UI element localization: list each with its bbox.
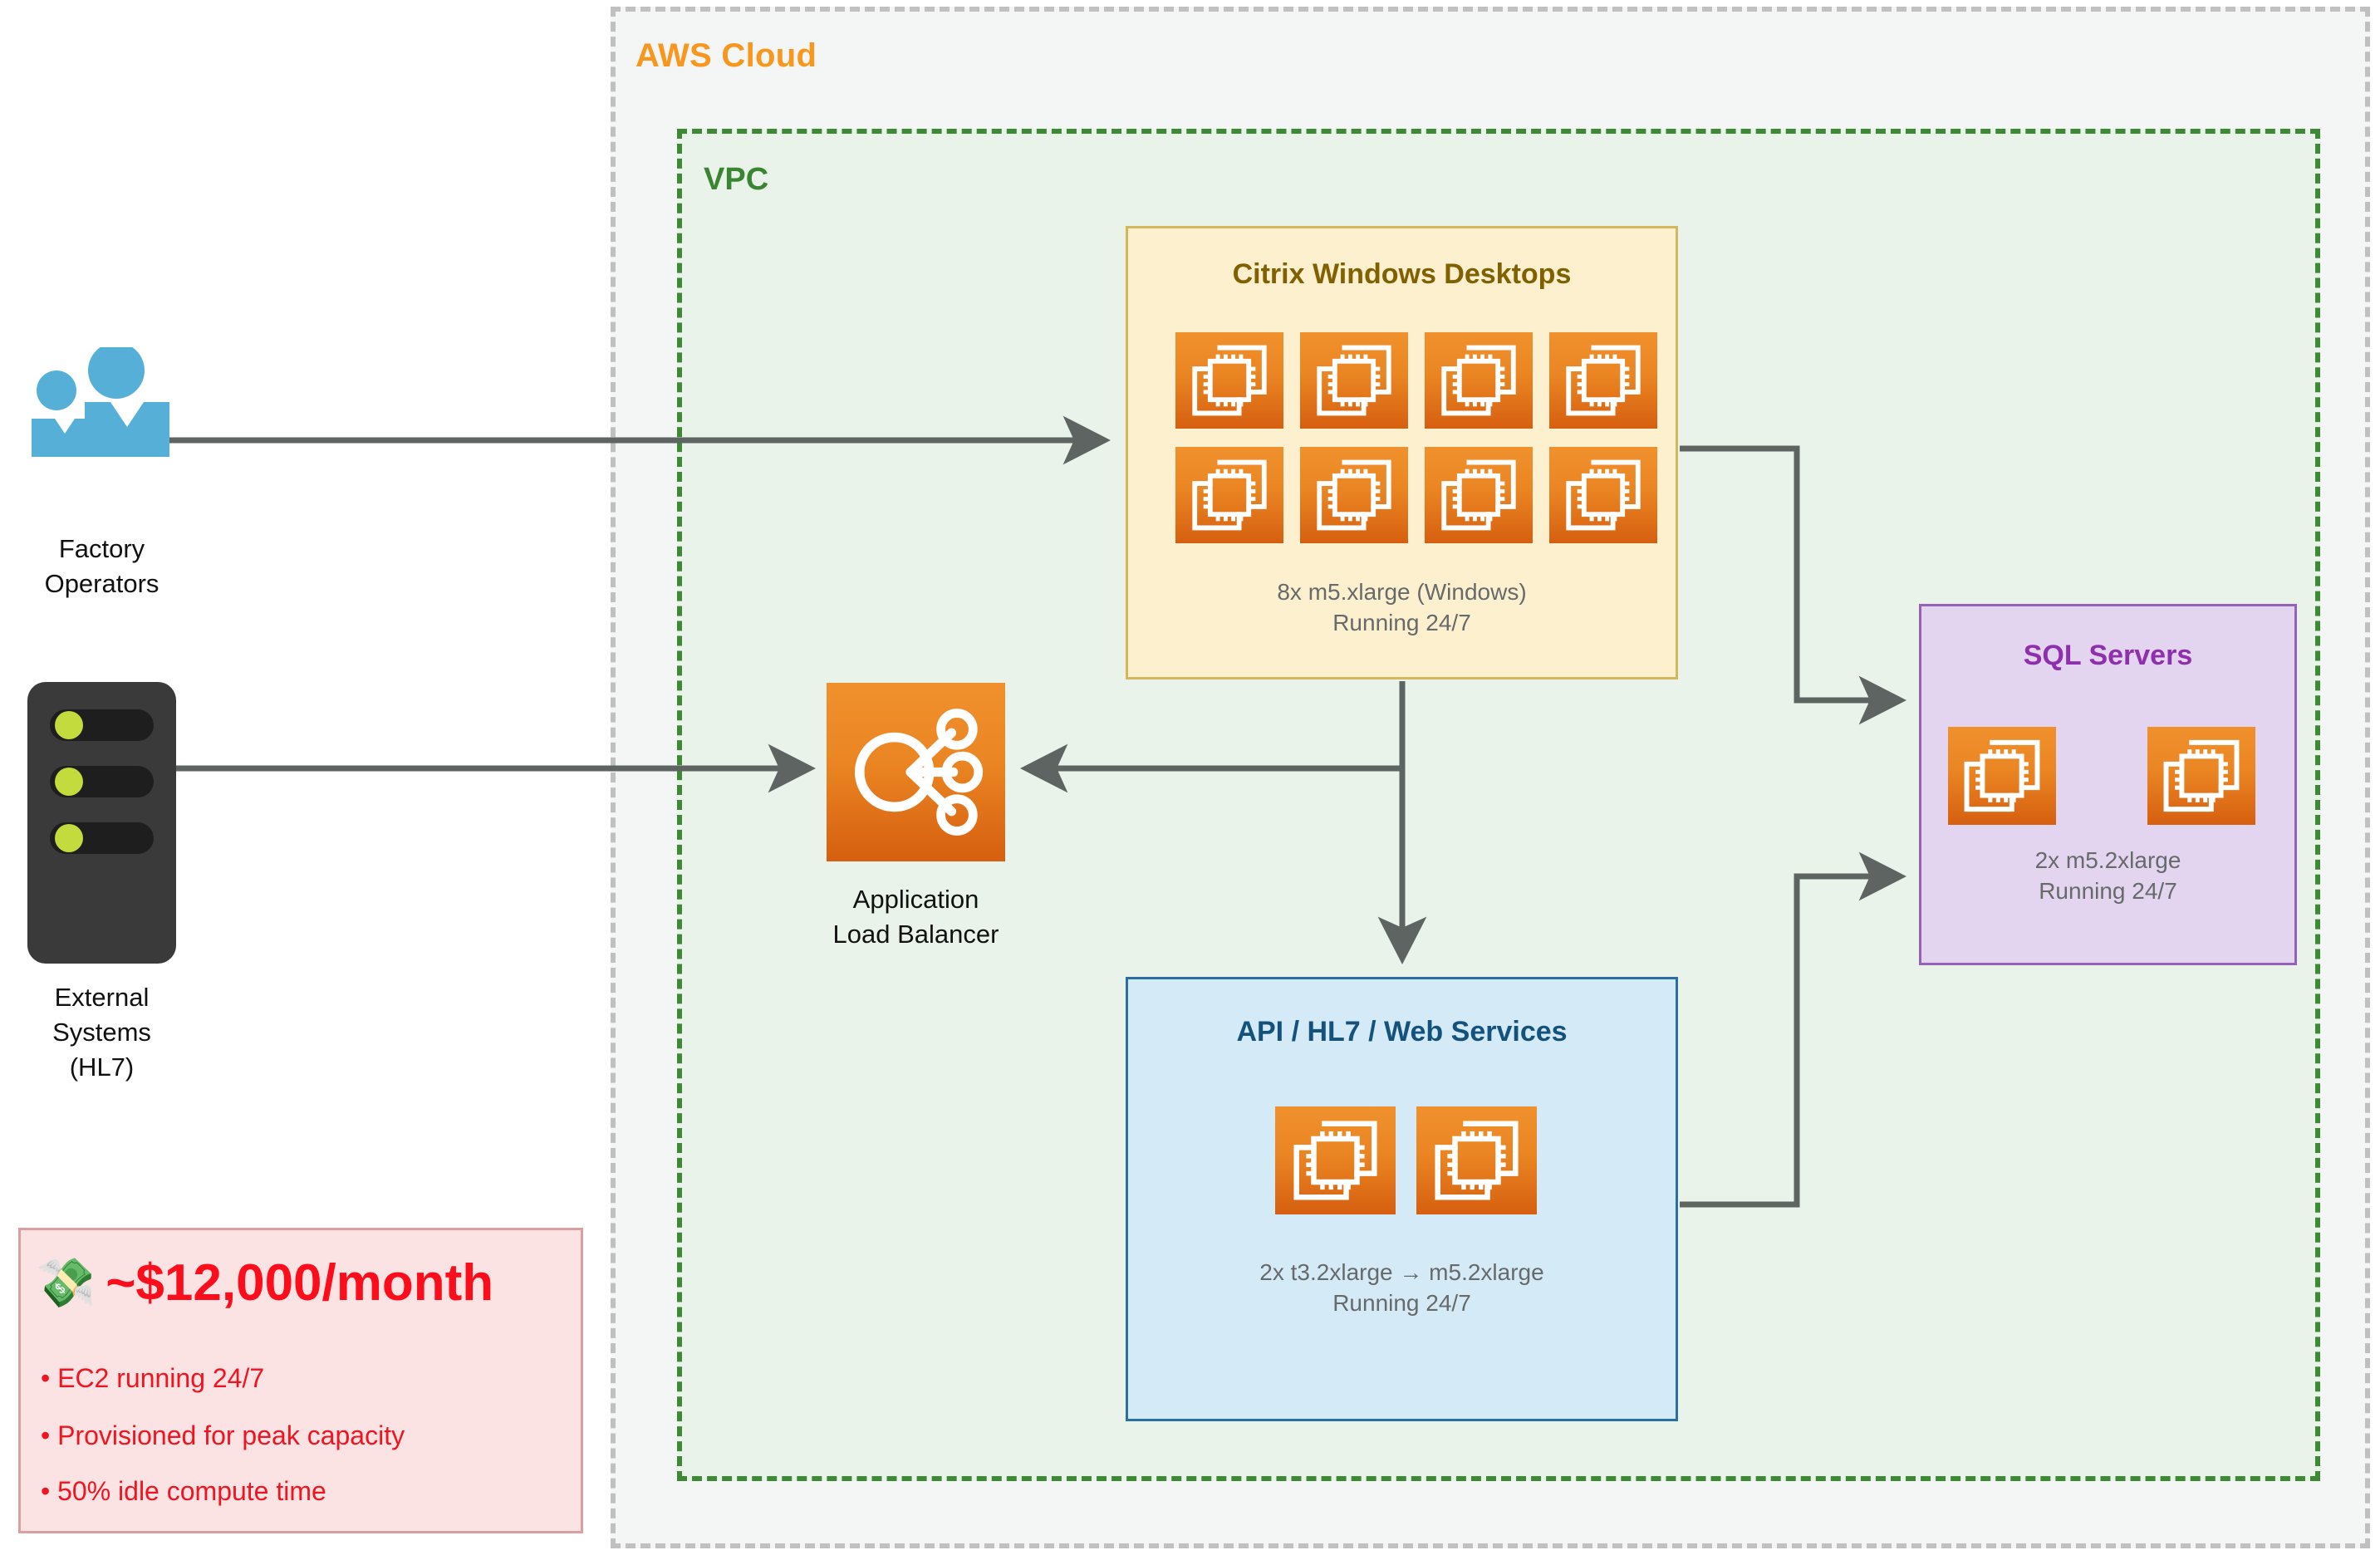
ec2-instance-icon <box>1425 447 1533 543</box>
aws-cloud-label: AWS Cloud <box>635 37 817 74</box>
sql-servers-group: SQL Servers 2x m5.2xlarge Running 24/7 <box>1919 604 2297 965</box>
users-label: Factory Operators <box>44 534 159 599</box>
ec2-instance-icon <box>1175 447 1283 543</box>
ec2-instance-icon <box>1425 332 1533 429</box>
vpc-label: VPC <box>704 162 769 197</box>
sql-group-caption: 2x m5.2xlarge Running 24/7 <box>2034 847 2181 904</box>
api-group-caption: 2x t3.2xlarge → m5.2xlarge Running 24/7 <box>1259 1259 1544 1316</box>
load-balancer-label: Application Load Balancer <box>832 885 999 949</box>
server-icon <box>25 679 179 966</box>
ec2-instance-icon <box>1416 1106 1537 1214</box>
api-hl7-web-services-group: API / HL7 / Web Services 2x t3.2xlarge →… <box>1126 977 1678 1421</box>
edge-citrix-to-sql <box>1680 445 1907 725</box>
users-icon <box>17 342 183 464</box>
ec2-instance-icon <box>2147 727 2255 825</box>
citrix-group-title: Citrix Windows Desktops <box>1232 258 1572 290</box>
cost-bullet: • 50% idle compute time <box>41 1476 326 1506</box>
sql-group-title: SQL Servers <box>2023 640 2193 671</box>
cost-amount: ~$12,000/month <box>106 1254 494 1312</box>
edge-api-to-sql <box>1680 851 1907 1208</box>
citrix-group-caption: 8x m5.xlarge (Windows) Running 24/7 <box>1277 579 1527 635</box>
ec2-instance-icon <box>1549 447 1657 543</box>
cost-bullet: • Provisioned for peak capacity <box>41 1420 405 1450</box>
ec2-instance-icon <box>1175 332 1283 429</box>
ec2-instance-icon <box>1948 727 2056 825</box>
money-with-wings-icon: 💸 <box>36 1255 96 1310</box>
cost-callout: 💸 ~$12,000/month • EC2 running 24/7 • Pr… <box>18 1228 583 1533</box>
cost-headline: 💸 ~$12,000/month <box>36 1253 493 1312</box>
ec2-instance-icon <box>1300 332 1408 429</box>
ec2-instance-icon <box>1300 447 1408 543</box>
api-group-title: API / HL7 / Web Services <box>1236 1016 1568 1047</box>
external-systems-label: External Systems (HL7) <box>52 983 151 1082</box>
load-balancer-icon <box>827 683 1005 861</box>
cost-bullet: • EC2 running 24/7 <box>41 1363 265 1393</box>
ec2-instance-icon <box>1275 1106 1396 1214</box>
ec2-instance-icon <box>1549 332 1657 429</box>
